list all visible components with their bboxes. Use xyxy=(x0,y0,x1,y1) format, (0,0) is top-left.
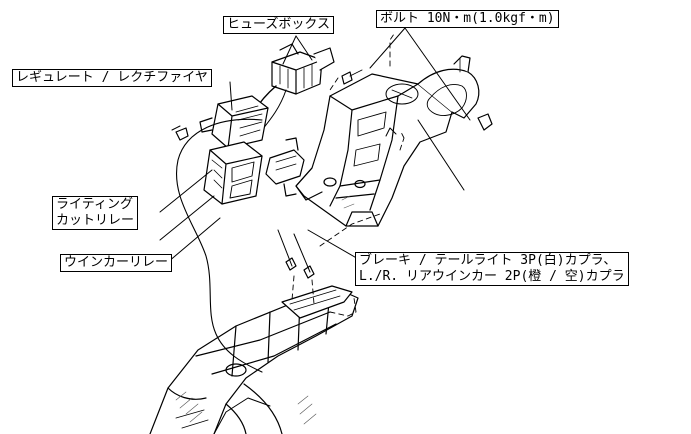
bolt-torque-label: ボルト 10N・m(1.0kgf・m) xyxy=(380,11,555,26)
assembly-guide-lines xyxy=(291,33,405,317)
shading-hatch xyxy=(175,195,355,425)
fuse-box-callout: ヒューズボックス xyxy=(223,16,334,34)
regulator-rectifier-label: レギュレート / レクチファイヤ xyxy=(16,70,208,85)
relay-cluster-part xyxy=(175,127,263,205)
rear-fender-part xyxy=(417,55,493,131)
regulator-rectifier-part xyxy=(199,95,269,149)
lighting-cutoff-relay-label-line2: カットリレー xyxy=(56,213,135,228)
coupler-block-part xyxy=(265,137,305,197)
lighting-cutoff-relay-label-line1: ライティング xyxy=(56,197,133,212)
fuse-box-part xyxy=(271,43,335,95)
coupler-callout: ブレーキ / テールライト 3P(白)カプラ、 L./R. リアウインカー 2P… xyxy=(355,252,629,286)
frame-part xyxy=(149,285,359,434)
bolt-torque-callout: ボルト 10N・m(1.0kgf・m) xyxy=(376,10,559,28)
leader-lines xyxy=(159,27,471,273)
bolt-parts xyxy=(171,69,397,279)
coupler-label-line1: ブレーキ / テールライト 3P(白)カプラ、 xyxy=(359,253,617,268)
winker-relay-callout: ウインカーリレー xyxy=(60,254,173,272)
lighting-cutoff-relay-callout: ライティング カットリレー xyxy=(52,196,139,230)
wire-harness-loop xyxy=(176,118,263,373)
rear-inner-fender-part xyxy=(295,73,453,227)
coupler-label-line2: L./R. リアウインカー 2P(橙 / 空)カプラ xyxy=(359,269,625,284)
winker-relay-label: ウインカーリレー xyxy=(64,255,169,270)
fuse-box-label: ヒューズボックス xyxy=(227,17,330,32)
regulator-rectifier-callout: レギュレート / レクチファイヤ xyxy=(12,69,212,87)
